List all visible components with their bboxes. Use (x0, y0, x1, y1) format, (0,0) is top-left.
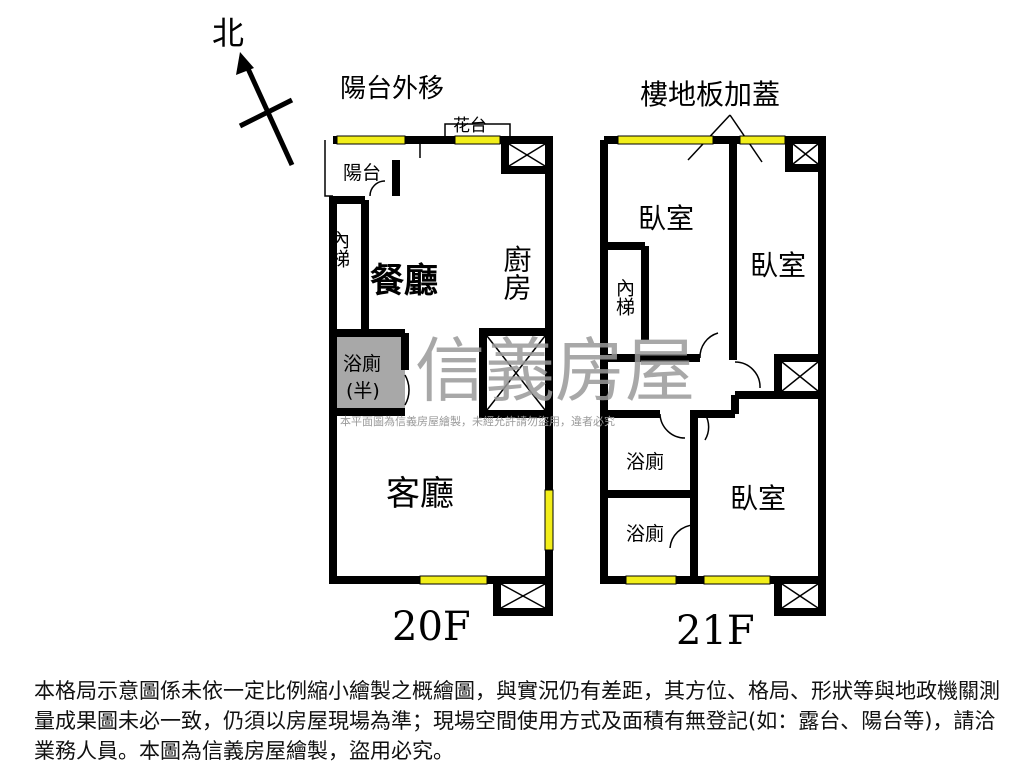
room-stairs-21f: 內梯 (613, 278, 635, 316)
half-bath-fill (333, 336, 405, 412)
room-living: 客廳 (386, 474, 454, 514)
room-half-bath-note: (半) (346, 380, 380, 402)
floor-plan: 北 (212, 14, 826, 654)
north-arrow-icon (236, 52, 295, 167)
fixtures-21f (659, 114, 819, 609)
floor-label-20f: 20F (392, 604, 471, 650)
room-bedroom-2: 臥室 (750, 249, 806, 282)
windows-21f (617, 135, 786, 585)
disclaimer-text: 本格局示意圖係未依一定比例縮小繪製之概繪圖，與實況仍有差距，其方位、格局、形狀等… (34, 679, 1000, 763)
room-stairs-20f: 內梯 (328, 230, 350, 268)
room-dining: 餐廳 (370, 261, 438, 301)
room-bath-2: 浴廁 (626, 522, 664, 545)
compass-label: 北 (212, 14, 244, 52)
floor-label-21f: 21F (676, 608, 755, 654)
floor-20f-plan (324, 123, 554, 616)
room-bedroom-3: 臥室 (730, 482, 786, 515)
annotation-balcony-moved: 陽台外移 (340, 74, 444, 104)
room-bath-1: 浴廁 (626, 450, 664, 473)
walls-20f (329, 136, 553, 616)
watermark-brand: 信義房屋 (415, 330, 695, 412)
room-half-bath: 浴廁 (343, 352, 381, 375)
room-bedroom-1: 臥室 (638, 202, 694, 235)
annotation-floor-added: 樓地板加蓋 (640, 78, 780, 111)
annotation-planter: 花台 (453, 116, 487, 136)
room-balcony: 陽台 (343, 162, 381, 184)
watermark-notice: 本平面圖為信義房屋繪製，未經允許請勿盜用，違者必究 (340, 414, 615, 428)
fixtures-20f (324, 123, 546, 609)
room-kitchen: 廚房 (500, 245, 533, 301)
floor-21f-plan (600, 114, 826, 616)
windows-20f (336, 135, 554, 585)
